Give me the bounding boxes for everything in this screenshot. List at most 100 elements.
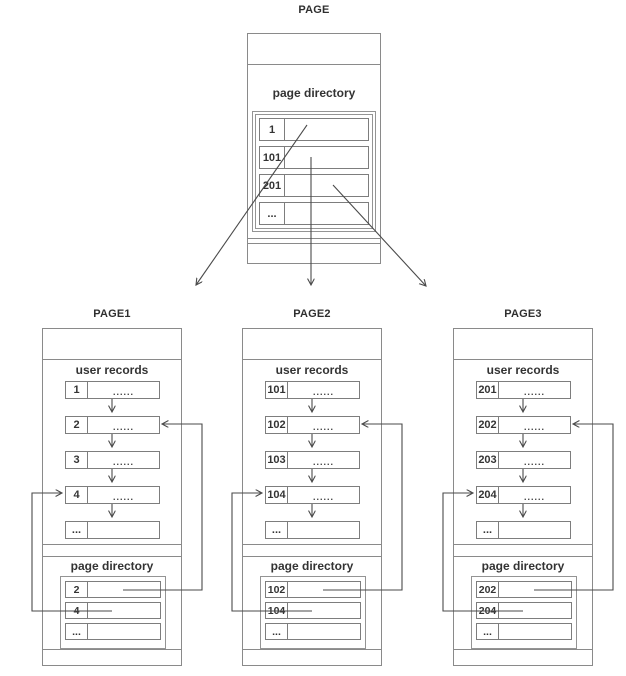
page-directory-label: page directory xyxy=(481,559,565,573)
record-value-cell xyxy=(499,522,570,538)
record-value-cell: ...... xyxy=(112,386,134,397)
record-value-cell: ...... xyxy=(523,491,545,502)
record-value-cell xyxy=(88,522,159,538)
directory-pointer-cell xyxy=(285,175,368,196)
directory-pointer-cell xyxy=(285,203,368,224)
page1-directory-container: 2 4 ... xyxy=(60,576,166,649)
section-band-top xyxy=(454,544,592,545)
root-page-title: PAGE xyxy=(298,4,330,16)
directory-pointer-cell xyxy=(285,119,368,140)
record-row: ... xyxy=(265,521,360,539)
root-page-box: page directory 1 101 201 ... xyxy=(247,33,381,264)
directory-key-cell: 101 xyxy=(260,147,285,168)
directory-pointer-cell xyxy=(88,582,160,597)
header-divider xyxy=(454,359,592,360)
directory-key-cell: ... xyxy=(260,203,285,224)
record-row: 104 ...... xyxy=(265,486,360,504)
record-value-cell: ...... xyxy=(112,421,134,432)
directory-key-cell: ... xyxy=(266,624,288,639)
page2-directory-container: 102 104 ... xyxy=(260,576,366,649)
record-value-cell xyxy=(288,522,359,538)
section-band-top xyxy=(43,544,181,545)
footer-divider xyxy=(43,649,181,650)
directory-row: 201 xyxy=(259,174,369,197)
directory-row: 104 xyxy=(265,602,361,619)
root-directory-inner: 1 101 201 ... xyxy=(255,114,373,229)
record-key-cell: ... xyxy=(266,522,288,538)
directory-row: ... xyxy=(259,202,369,225)
record-value-cell: ...... xyxy=(112,491,134,502)
record-value-cell: ...... xyxy=(312,491,334,502)
directory-key-cell: 4 xyxy=(66,603,88,618)
directory-row: 2 xyxy=(65,581,161,598)
directory-pointer-cell xyxy=(285,147,368,168)
directory-row: 202 xyxy=(476,581,572,598)
record-key-cell: ... xyxy=(66,522,88,538)
directory-key-cell: 102 xyxy=(266,582,288,597)
directory-row: 1 xyxy=(259,118,369,141)
directory-row: 101 xyxy=(259,146,369,169)
directory-row: 102 xyxy=(265,581,361,598)
directory-key-cell: ... xyxy=(66,624,88,639)
record-value-cell: ...... xyxy=(312,456,334,467)
record-value-cell: ...... xyxy=(523,421,545,432)
record-row: 103 ...... xyxy=(265,451,360,469)
record-key-cell: 4 xyxy=(66,487,88,503)
page3-box: user records 201 ...... 202 ...... 203 .… xyxy=(453,328,593,666)
record-key-cell: 103 xyxy=(266,452,288,468)
root-band-line-bottom xyxy=(248,243,380,244)
page2-title: PAGE2 xyxy=(293,308,331,320)
directory-pointer-cell xyxy=(88,603,160,618)
page-directory-label: page directory xyxy=(270,559,354,573)
record-value-cell: ...... xyxy=(312,386,334,397)
section-band-bottom xyxy=(243,556,381,557)
record-key-cell: ... xyxy=(477,522,499,538)
record-row: 102 ...... xyxy=(265,416,360,434)
section-band-bottom xyxy=(454,556,592,557)
directory-pointer-cell xyxy=(288,582,360,597)
root-band-line-top xyxy=(248,238,380,239)
record-key-cell: 102 xyxy=(266,417,288,433)
footer-divider xyxy=(243,649,381,650)
record-value-cell: ...... xyxy=(523,386,545,397)
directory-pointer-cell xyxy=(499,603,571,618)
directory-key-cell: 104 xyxy=(266,603,288,618)
record-row: ... xyxy=(476,521,571,539)
header-divider xyxy=(243,359,381,360)
record-key-cell: 203 xyxy=(477,452,499,468)
directory-key-cell: 2 xyxy=(66,582,88,597)
directory-pointer-cell xyxy=(288,624,360,639)
directory-row: ... xyxy=(265,623,361,640)
record-key-cell: 3 xyxy=(66,452,88,468)
directory-key-cell: 202 xyxy=(477,582,499,597)
directory-key-cell: 201 xyxy=(260,175,285,196)
record-key-cell: 2 xyxy=(66,417,88,433)
record-key-cell: 201 xyxy=(477,382,499,398)
directory-key-cell: 204 xyxy=(477,603,499,618)
directory-row: ... xyxy=(65,623,161,640)
user-records-label: user records xyxy=(275,363,349,377)
directory-key-cell: ... xyxy=(477,624,499,639)
record-row: 201 ...... xyxy=(476,381,571,399)
record-row: ... xyxy=(65,521,160,539)
directory-key-cell: 1 xyxy=(260,119,285,140)
page1-box: user records 1 ...... 2 ...... 3 ...... … xyxy=(42,328,182,666)
record-row: 2 ...... xyxy=(65,416,160,434)
directory-pointer-cell xyxy=(499,582,571,597)
record-value-cell: ...... xyxy=(112,456,134,467)
record-row: 204 ...... xyxy=(476,486,571,504)
record-row: 202 ...... xyxy=(476,416,571,434)
user-records-label: user records xyxy=(486,363,560,377)
root-page-directory-label: page directory xyxy=(272,86,356,100)
record-row: 4 ...... xyxy=(65,486,160,504)
record-key-cell: 204 xyxy=(477,487,499,503)
record-key-cell: 202 xyxy=(477,417,499,433)
directory-row: ... xyxy=(476,623,572,640)
record-value-cell: ...... xyxy=(312,421,334,432)
directory-row: 4 xyxy=(65,602,161,619)
record-key-cell: 1 xyxy=(66,382,88,398)
record-key-cell: 101 xyxy=(266,382,288,398)
page1-title: PAGE1 xyxy=(93,308,131,320)
header-divider xyxy=(43,359,181,360)
root-directory-container: 1 101 201 ... xyxy=(252,111,376,232)
